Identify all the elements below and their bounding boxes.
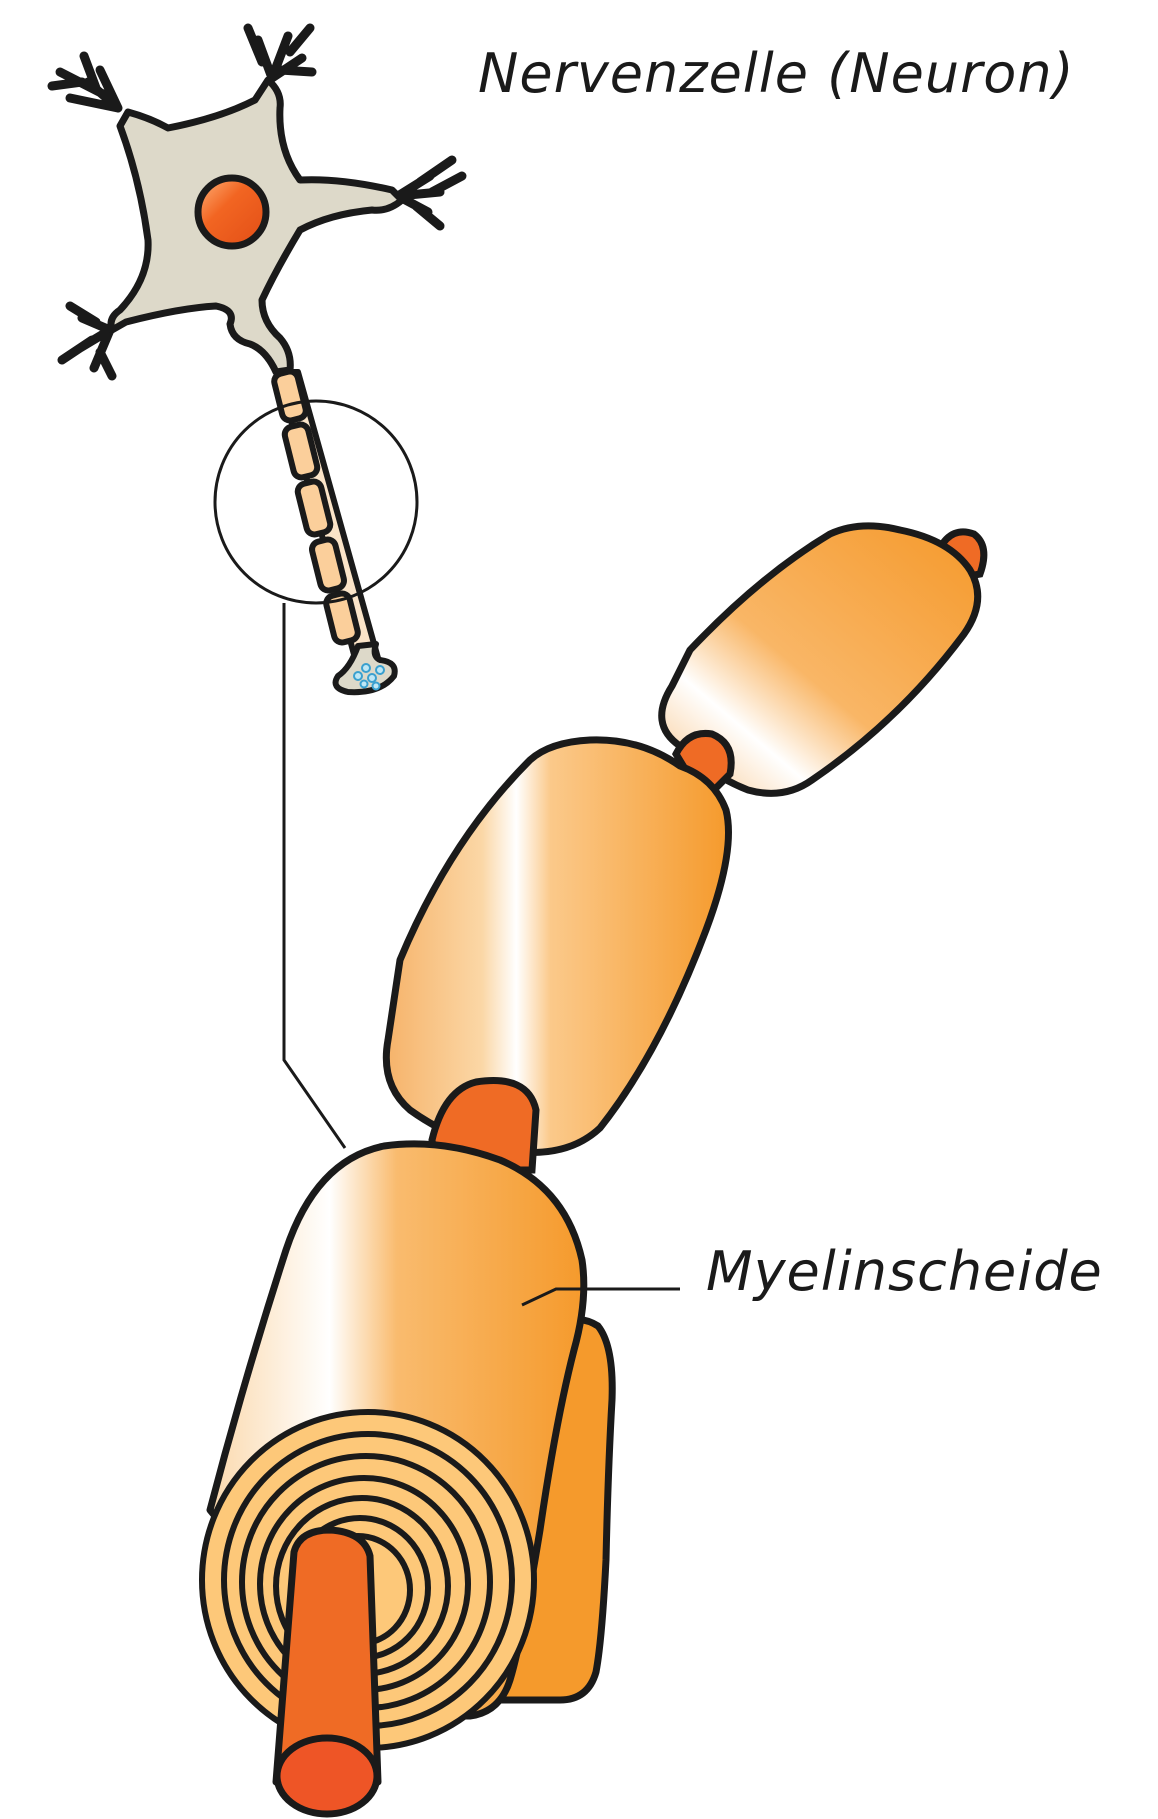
neuron (52, 28, 462, 692)
diagram-title: Nervenzelle (Neuron) (478, 42, 1075, 105)
myelin-sheath-label: Myelinscheide (706, 1240, 1103, 1303)
axon-cut-face (277, 1738, 377, 1814)
nucleus (198, 178, 266, 246)
sheath-segment-middle (386, 740, 728, 1153)
myelinated-axon (202, 526, 984, 1814)
